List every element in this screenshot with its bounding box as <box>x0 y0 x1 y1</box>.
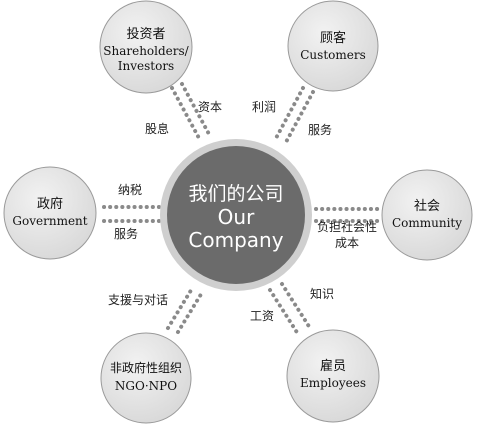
link-shareholders-dividend: 股息 <box>145 121 169 136</box>
hub-core <box>167 146 305 284</box>
node-shareholders-en-2: Investors <box>118 59 174 73</box>
hub-title-en-2: Company <box>188 228 283 252</box>
link-customers-service: 服务 <box>308 122 332 137</box>
dots-customers-b <box>283 90 315 146</box>
dots-shareholders-b <box>180 82 212 138</box>
node-community-circle <box>381 169 473 261</box>
node-shareholders-circle <box>99 0 193 94</box>
link-government-tax: 纳税 <box>118 183 142 197</box>
node-government: 政府 Government <box>3 166 97 260</box>
node-shareholders-zh: 投资者 <box>126 26 165 42</box>
node-employees-en: Employees <box>300 376 366 390</box>
node-customers: 顾客 Customers <box>287 0 379 92</box>
dots-customers-a <box>273 86 305 142</box>
link-shareholders-capital: 资本 <box>198 100 222 114</box>
link-customers-profit: 利润 <box>252 100 276 114</box>
node-employees-circle <box>286 329 380 423</box>
node-shareholders: 投资者 Shareholders/ Investors <box>99 0 193 94</box>
dots-ngo-a <box>176 289 205 334</box>
node-government-circle <box>3 166 97 260</box>
dots-shareholders-a <box>170 86 202 142</box>
dots-employees-a <box>268 288 300 336</box>
connectors <box>102 82 382 336</box>
link-community-cost-2: 成本 <box>335 236 359 250</box>
node-shareholders-en-1: Shareholders/ <box>103 44 189 58</box>
node-government-zh: 政府 <box>37 197 63 212</box>
node-community-en: Community <box>392 216 462 230</box>
node-ngo-en: NGO·NPO <box>115 379 177 393</box>
node-ngo-circle <box>100 332 192 424</box>
hub-title-zh: 我们的公司 <box>188 183 283 205</box>
link-government-service: 服务 <box>114 226 138 241</box>
link-employees-wage: 工资 <box>250 309 274 323</box>
hub-title-en-1: Our <box>218 205 255 229</box>
dots-employees-b <box>280 282 312 330</box>
link-community-cost-1: 负担社会性 <box>317 219 377 234</box>
node-ngo: 非政府性组织 NGO·NPO <box>100 332 192 424</box>
hub-node: 我们的公司 Our Company <box>160 139 312 291</box>
node-customers-zh: 顾客 <box>320 30 346 46</box>
node-community: 社会 Community <box>381 169 473 261</box>
node-ngo-zh: 非政府性组织 <box>110 360 182 375</box>
link-ngo-support: 支援与对话 <box>108 293 168 307</box>
dots-ngo-b <box>166 285 195 330</box>
node-employees-zh: 雇员 <box>320 358 346 374</box>
link-employees-knowledge: 知识 <box>310 287 334 301</box>
node-customers-circle <box>287 0 379 92</box>
node-customers-en: Customers <box>300 48 366 62</box>
node-community-zh: 社会 <box>414 198 440 214</box>
node-government-en: Government <box>12 214 87 228</box>
node-employees: 雇员 Employees <box>286 329 380 423</box>
